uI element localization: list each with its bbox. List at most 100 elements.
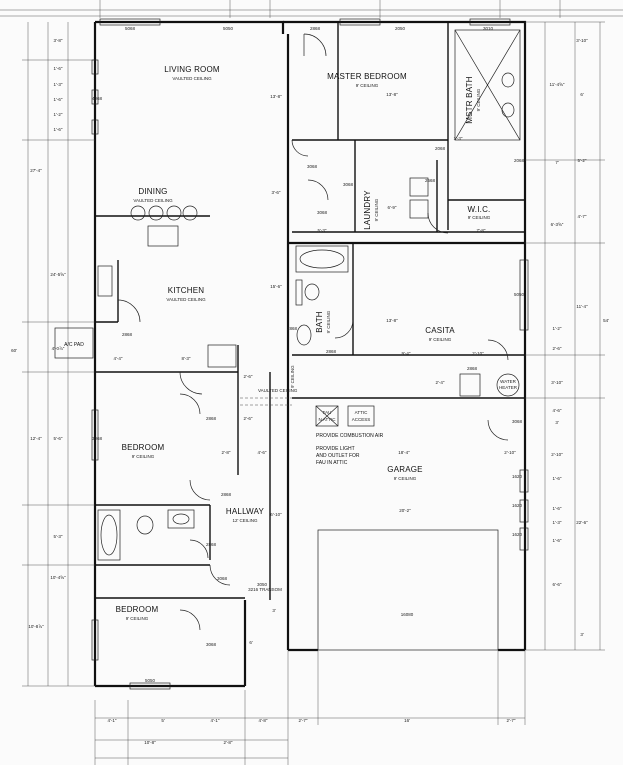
light-note-2: AND OUTLET FOR <box>316 453 360 459</box>
garage-door-label: 16080 <box>401 612 414 617</box>
code-7: 3068 <box>343 182 354 187</box>
dim-right-5: 4'-7" <box>578 214 587 219</box>
dim-right-21: 3' <box>580 632 584 637</box>
dim-int-12: 8'-3" <box>182 356 191 361</box>
code-12: 2868 <box>467 366 478 371</box>
wic-ceiling: 9' CEILING <box>468 215 491 220</box>
dim-right-12: 4'-6" <box>553 408 562 413</box>
code-14: 2868 <box>122 332 133 337</box>
dim-int-4: 13'-8" <box>386 318 398 323</box>
dim-int-6: 2'-10" <box>472 351 484 356</box>
dim-right-1: 11'-4⅝" <box>550 82 565 87</box>
top-ghost-lines <box>0 0 623 18</box>
left-dimension-lines <box>22 22 95 687</box>
dim-int-19: 20'-2" <box>399 508 411 513</box>
interior-dimension-text: 13'-8" 13'-8" 15'-6" 3'-6" 13'-8" 9'-4" … <box>114 92 517 645</box>
dim-int-13: 2'-6" <box>244 374 253 379</box>
dim-right-8: 54' <box>603 318 609 323</box>
bottom-dimension-text: 4'-1" 5' 4'-1" 4'-8" 2'-7" 16' 2'-7" 10'… <box>108 718 516 745</box>
hallway-label: HALLWAY <box>226 507 265 516</box>
dim-bottom-7: 10'-8" <box>144 740 156 745</box>
attic-access-box <box>347 405 375 427</box>
dim-right-16: 1'-6" <box>553 506 562 511</box>
code-26: 3068 <box>92 436 103 441</box>
dim-int-21: 6' <box>249 640 253 645</box>
attic-label-1: ATTIC <box>355 410 368 415</box>
dim-left-10: 12'-4" <box>30 436 42 441</box>
dim-bottom-0: 4'-1" <box>108 718 117 723</box>
dim-int-2: 15'-6" <box>270 284 282 289</box>
dim-right-4: 7' <box>555 160 559 165</box>
dim-right-11: 3'-10" <box>551 380 563 385</box>
fau-box <box>315 405 339 427</box>
code-19: 3050 <box>257 582 268 587</box>
kitchen-ceiling: VAULTED CEILING <box>166 297 206 302</box>
code-2: 2868 <box>310 26 321 31</box>
dim-left-4: 1'-2" <box>54 112 63 117</box>
laundry-label: LAUNDRY <box>363 190 372 230</box>
dim-right-0: 3'-10" <box>576 38 588 43</box>
mstr-bath-label: MSTR BATH <box>465 76 474 123</box>
dim-int-1: 13'-8" <box>386 92 398 97</box>
dim-left-8: 4'-0⅞" <box>52 346 65 351</box>
dim-left-1: 1'-6" <box>54 66 63 71</box>
dim-left-3: 1'-6" <box>54 97 63 102</box>
dim-int-16: 4'-6" <box>258 450 267 455</box>
fixtures <box>97 29 521 561</box>
right-dimension-text: 3'-10" 11'-4⅝" 6' 5'-2" 7' 4'-7" 6'-3⅝" … <box>550 38 610 637</box>
transom-label: 3216 TRANSOM <box>248 587 282 592</box>
fau-label-1: FAU <box>323 410 332 415</box>
nine-ceiling-note: 9' CEILING <box>290 365 295 388</box>
code-6: 3068 <box>307 164 318 169</box>
bedroom-2-label: BEDROOM <box>116 605 159 614</box>
master-bedroom-ceiling: 9' CEILING <box>356 83 379 88</box>
vaulted-ceiling-note: VAULTED CEILING <box>258 388 298 393</box>
dim-left-0: 3'-8" <box>54 38 63 43</box>
code-9: 2068 <box>514 158 525 163</box>
code-24: 1620 <box>512 503 523 508</box>
dim-right-6: 6'-3⅝" <box>551 222 564 227</box>
code-4: 3010 <box>483 26 494 31</box>
dim-int-23: 1'-3" <box>454 136 463 141</box>
dim-int-22: 3' <box>272 608 276 613</box>
dim-right-19: 6'-6" <box>553 582 562 587</box>
ac-pad-label: A/C PAD <box>64 342 84 348</box>
kitchen-label: KITCHEN <box>168 286 205 295</box>
code-28: 4068 <box>92 96 103 101</box>
dim-right-3: 5'-2" <box>578 158 587 163</box>
dim-right-18: 1'-6" <box>553 538 562 543</box>
garage-label: GARAGE <box>387 465 422 474</box>
code-8: 3068 <box>317 210 328 215</box>
dim-right-15: 1'-6" <box>553 476 562 481</box>
bath-label: BATH <box>315 311 324 333</box>
dim-bottom-1: 5' <box>161 718 165 723</box>
dim-int-8: 5'-3" <box>318 228 327 233</box>
code-23: 1620 <box>512 474 523 479</box>
code-20: 3068 <box>206 642 217 647</box>
attic-label-2: ACCESS <box>352 417 371 422</box>
bath-ceiling: 9' CEILING <box>326 310 331 333</box>
code-1: 5050 <box>223 26 234 31</box>
dim-left-13: 10'-4⅝" <box>50 575 66 580</box>
dining-ceiling: VAULTED CEILING <box>133 198 173 203</box>
bedroom-2-ceiling: 9' CEILING <box>126 616 149 621</box>
dim-int-5: 9'-4" <box>402 351 411 356</box>
light-note-1: PROVIDE LIGHT <box>316 446 355 452</box>
fau-label-2: N ATTIC <box>319 417 337 422</box>
dim-left-6: 27'-4" <box>30 168 42 173</box>
code-16: 2868 <box>221 492 232 497</box>
left-dimension-text: 3'-8" 1'-6" 1'-3" 1'-6" 1'-2" 1'-6" 27'-… <box>11 38 66 629</box>
dim-int-0: 13'-8" <box>270 94 282 99</box>
dim-int-17: 18'-4" <box>398 450 410 455</box>
dim-int-20: 6'-10" <box>270 512 282 517</box>
dining-label: DINING <box>138 187 167 196</box>
dim-right-17: 1'-3" <box>553 520 562 525</box>
code-5: 2068 <box>435 146 446 151</box>
mstr-bath-ceiling: 9' CEILING <box>476 88 481 111</box>
code-3: 2050 <box>395 26 406 31</box>
door-swings <box>117 33 509 631</box>
water-heater-label-2: HEATER <box>499 385 518 390</box>
dim-right-7: 11'-4" <box>576 304 588 309</box>
code-11: 5050 <box>514 292 525 297</box>
dim-bottom-4: 2'-7" <box>299 718 308 723</box>
